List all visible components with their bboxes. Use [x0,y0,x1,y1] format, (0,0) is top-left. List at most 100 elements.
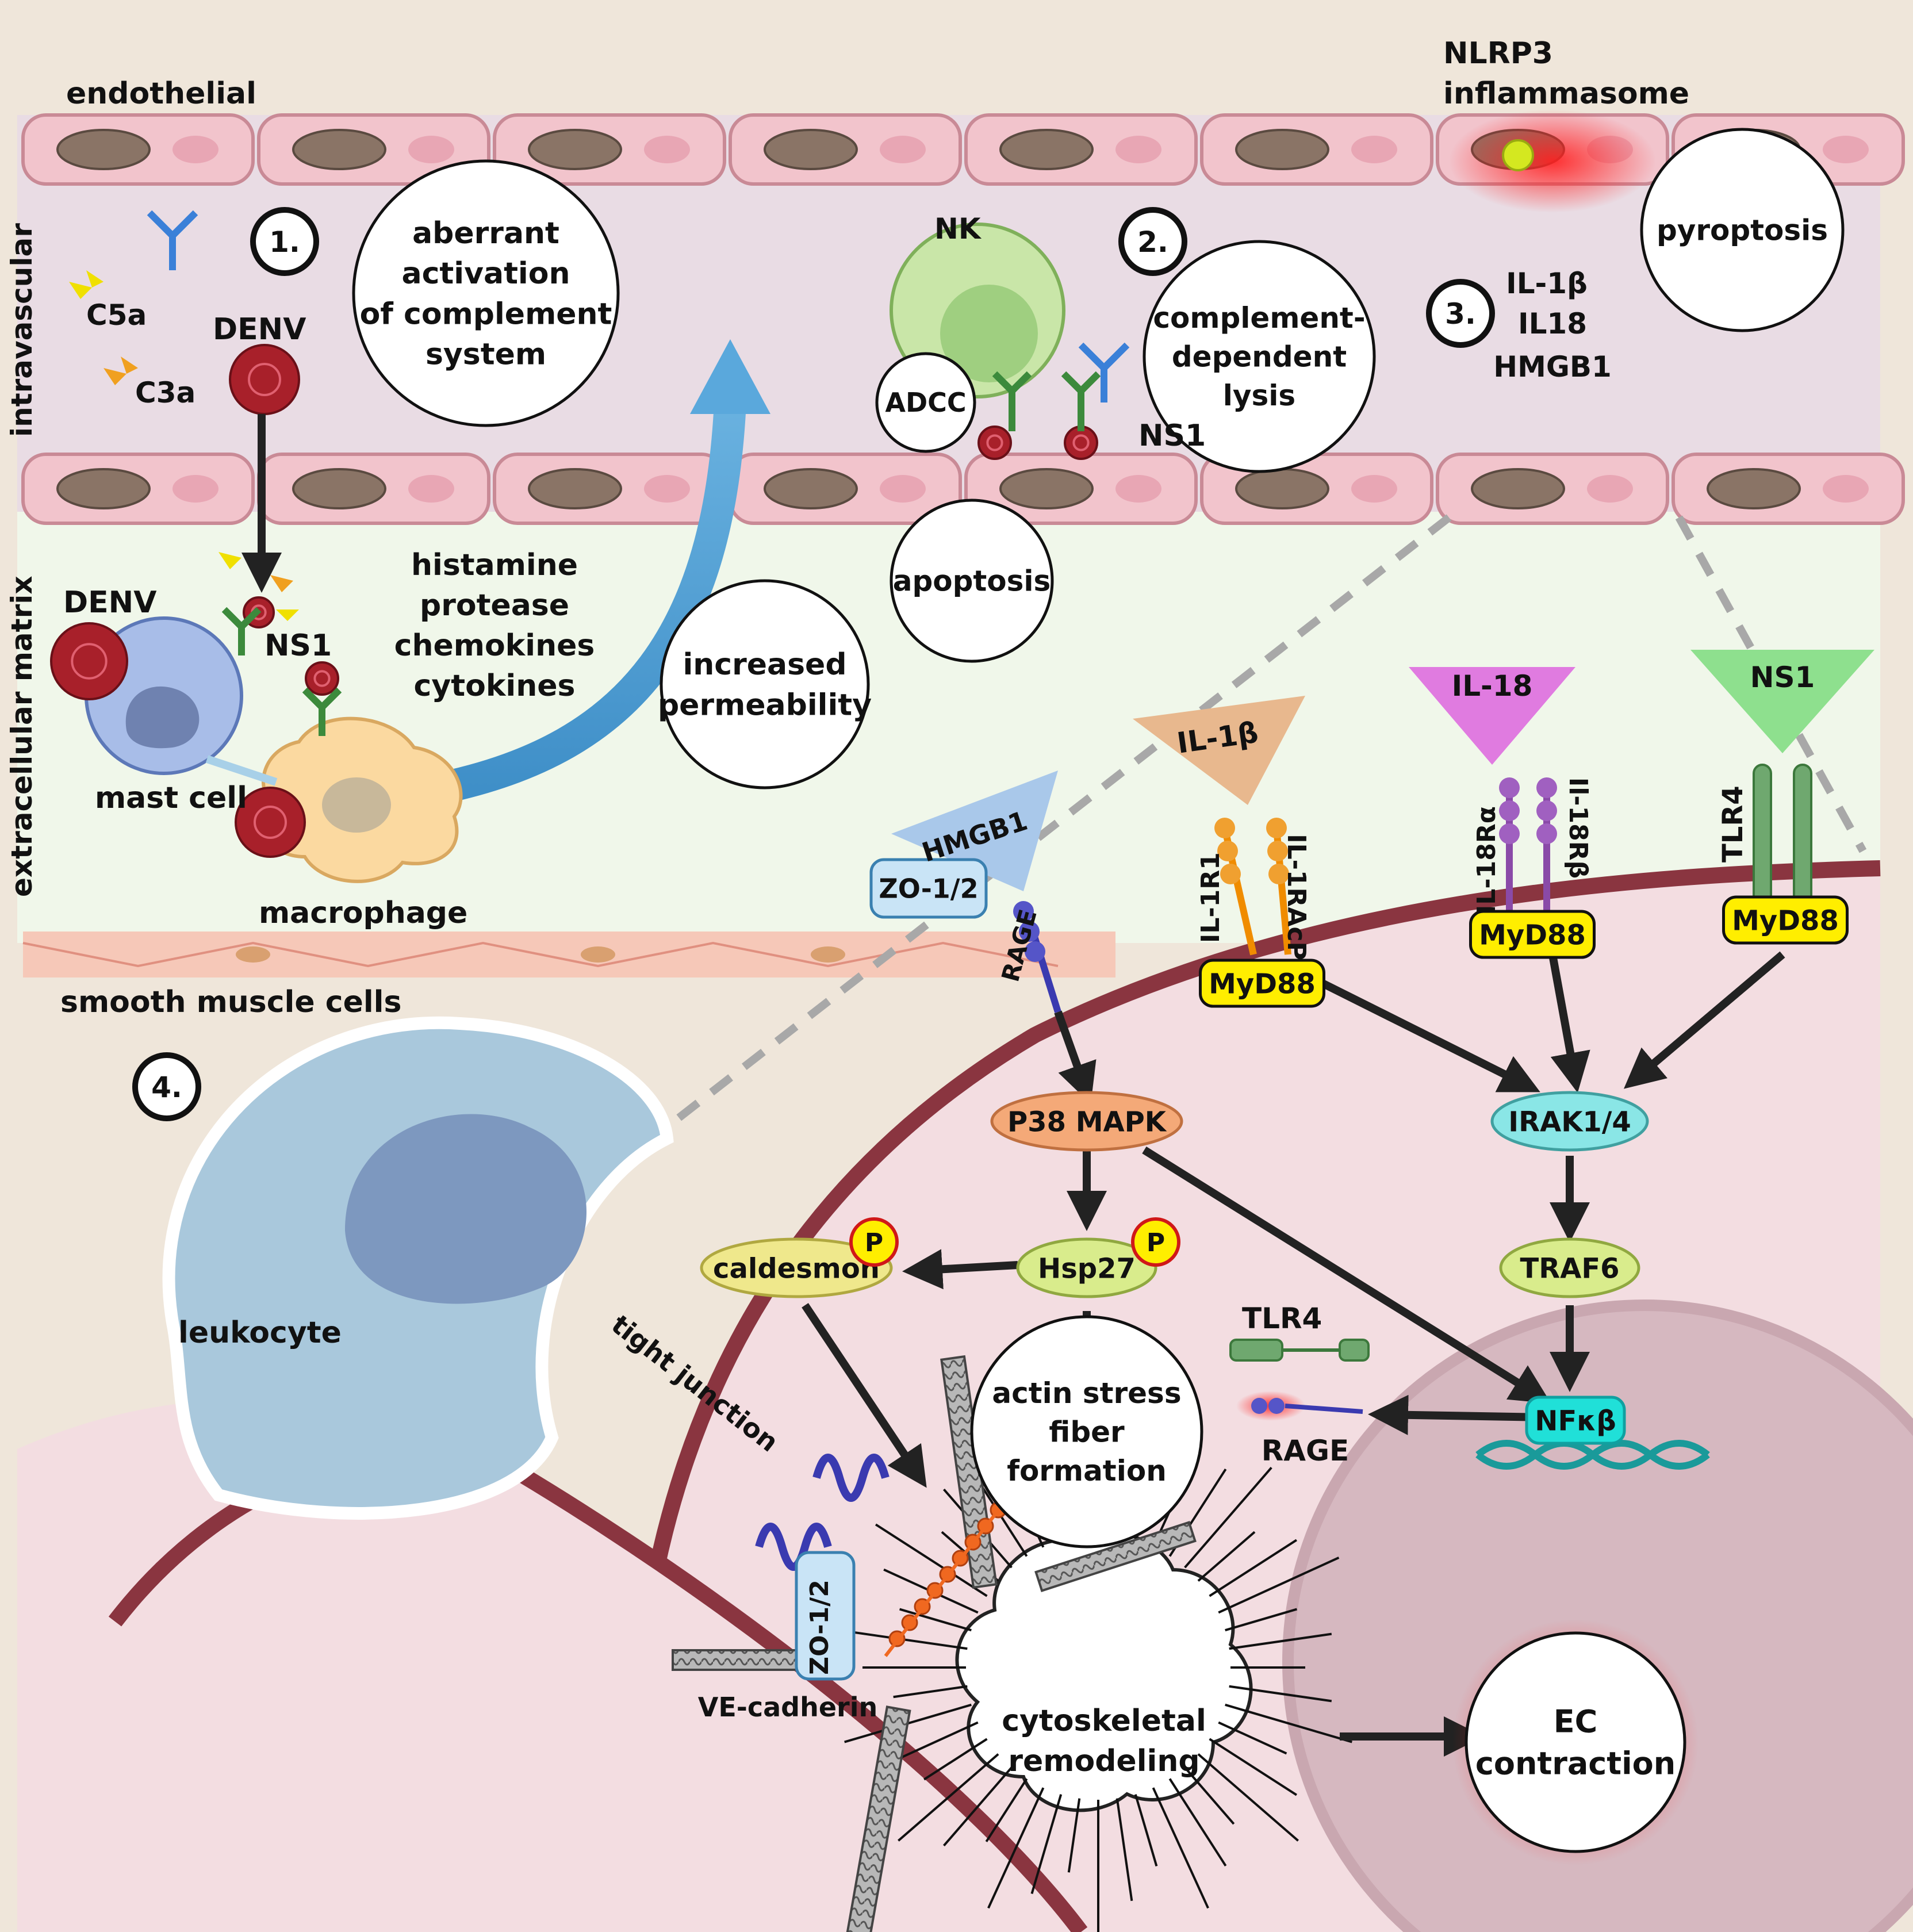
circle-pyroptosis-label: pyroptosis [1657,214,1828,247]
label-leukocyte: leukocyte [178,1316,342,1350]
ray-line [1197,1531,1256,1582]
label-mediator: histamine [411,548,578,582]
ray-line [1134,1794,1158,1866]
circle-aberrant-complement-label: of complement [360,297,612,331]
label-mediator: protease [420,588,569,623]
ray-line [1030,1794,1063,1894]
node-myd88-il1: MyD88 [1199,959,1325,1008]
node-traf6: TRAF6 [1499,1237,1640,1298]
label-product-tlr4: TLR4 [1242,1302,1322,1335]
circle-complement-dependent-lysis-label: lysis [1223,379,1295,412]
label-macrophage: macrophage [259,896,467,930]
label-receptor-tlr4: TLR4 [1717,785,1749,862]
label-intravascular: intravascular [5,223,39,437]
circle-adcc: ADCC [875,352,976,453]
ray-line [893,1685,968,1699]
ligand-il1b-triangle [1133,696,1305,805]
label-ns1-top: NS1 [1138,419,1206,453]
node-hsp27: Hsp27 [1016,1237,1157,1298]
arrow-p38-to-nfkb [1142,1147,1551,1404]
ligand-ns1-triangle [1690,650,1874,753]
zoom-lines [664,514,1867,1130]
circle-apoptosis: apoptosis [890,499,1054,663]
leukocyte [162,1016,674,1520]
receptor-tlr4-shapes [1753,764,1812,921]
ray-line [1229,1632,1332,1650]
label-ve-cadherin: VE-cadherin [698,1692,878,1723]
mast-macrophage-link [205,755,278,786]
top-band [0,0,1913,115]
label-ns1-macrophage: NS1 [264,628,332,663]
arrow-nfkb-to-rage [1368,1394,1547,1435]
receptor-il1-shapes [1214,818,1291,956]
svg-text:2.: 2. [1137,225,1168,259]
ray-line [1197,1753,1299,1842]
label-ligand-ns1: NS1 [1750,661,1815,694]
ray-line [1184,1766,1235,1825]
label-mediator: cytokines [414,669,576,703]
ligand-hmgb1-triangle [891,770,1058,891]
endothelial-cell [493,453,726,525]
circle-complement-dependent-lysis-label: dependent [1172,340,1347,374]
phospho-badge-hsp27: P [1131,1217,1180,1267]
circle-actin-stress-fiber-label: fiber [1049,1416,1125,1449]
node-myd88-tlr4: MyD88 [1722,895,1849,945]
node-caldesmon: caldesmon [700,1237,893,1298]
endothelial-row-bottom [21,453,1905,525]
ray-line [1229,1685,1332,1703]
denv-virion [235,787,306,858]
svg-text:P: P [865,1228,883,1258]
endothelial-cell [729,113,962,186]
node-zo12-a: ZO-1/2 [869,858,988,919]
label-nlrp3: NLRP3 [1443,36,1553,71]
endothelial-cell [21,113,255,186]
circle-actin-stress-fiber-label: actin stress [992,1377,1181,1410]
denv-virion [229,344,300,415]
ray-line [942,1766,1013,1847]
circle-aberrant-complement-label: system [425,338,546,372]
ray-line [923,1738,988,1781]
arrow-il18-to-irak [1548,953,1590,1093]
svg-text:P38 MAPK: P38 MAPK [1007,1106,1167,1138]
svg-text:ZO-1/2: ZO-1/2 [879,873,978,904]
ligand-il18-triangle [1409,667,1575,765]
ray-line [899,1608,972,1632]
label-il1b-released: IL-1β [1506,267,1588,300]
endothelial-cell [493,113,726,186]
label-receptor-il1r1: IL-1R1 [1196,852,1225,943]
svg-text:P: P [1147,1228,1165,1258]
ray-line [1168,1778,1227,1866]
label-mediator: chemokines [394,628,595,663]
inflammasome-glow [1449,109,1656,213]
circle-ec-contraction-label: contraction [1475,1745,1676,1781]
permeability-arrow [439,339,770,804]
label-receptor-il18rb: Il-18Rβ [1563,777,1593,879]
svg-text:Hsp27: Hsp27 [1038,1252,1136,1285]
arrow-hsp27-to-caldesmon [902,1249,1018,1290]
node-myd88-il18: MyD88 [1469,910,1596,959]
label-c3a: C3a [135,376,195,409]
svg-text:4.: 4. [151,1071,182,1104]
rage-product-shape [1236,1391,1363,1421]
ray-line [987,1787,1045,1909]
circle-aberrant-complement-label: aberrant [412,216,559,251]
label-hmgb1-released: HMGB1 [1493,350,1612,384]
label-denv-mast: DENV [63,585,156,620]
label-smooth-muscle-cells: smooth muscle cells [60,985,401,1019]
circle-increased-permeability-label: increased [683,647,846,682]
ray-line [1152,1787,1209,1909]
circle-adcc-label: ADCC [885,387,966,418]
ray-line [1218,1721,1287,1755]
endothelial-cell [964,453,1198,525]
label-ligand-il18: IL-18 [1452,669,1533,703]
step-3: 3. [1426,279,1495,348]
svg-text:TRAF6: TRAF6 [1520,1252,1619,1285]
receptor-rage-shape [1013,901,1061,1013]
step-1: 1. [250,207,319,276]
ray-line [1067,1798,1081,1873]
